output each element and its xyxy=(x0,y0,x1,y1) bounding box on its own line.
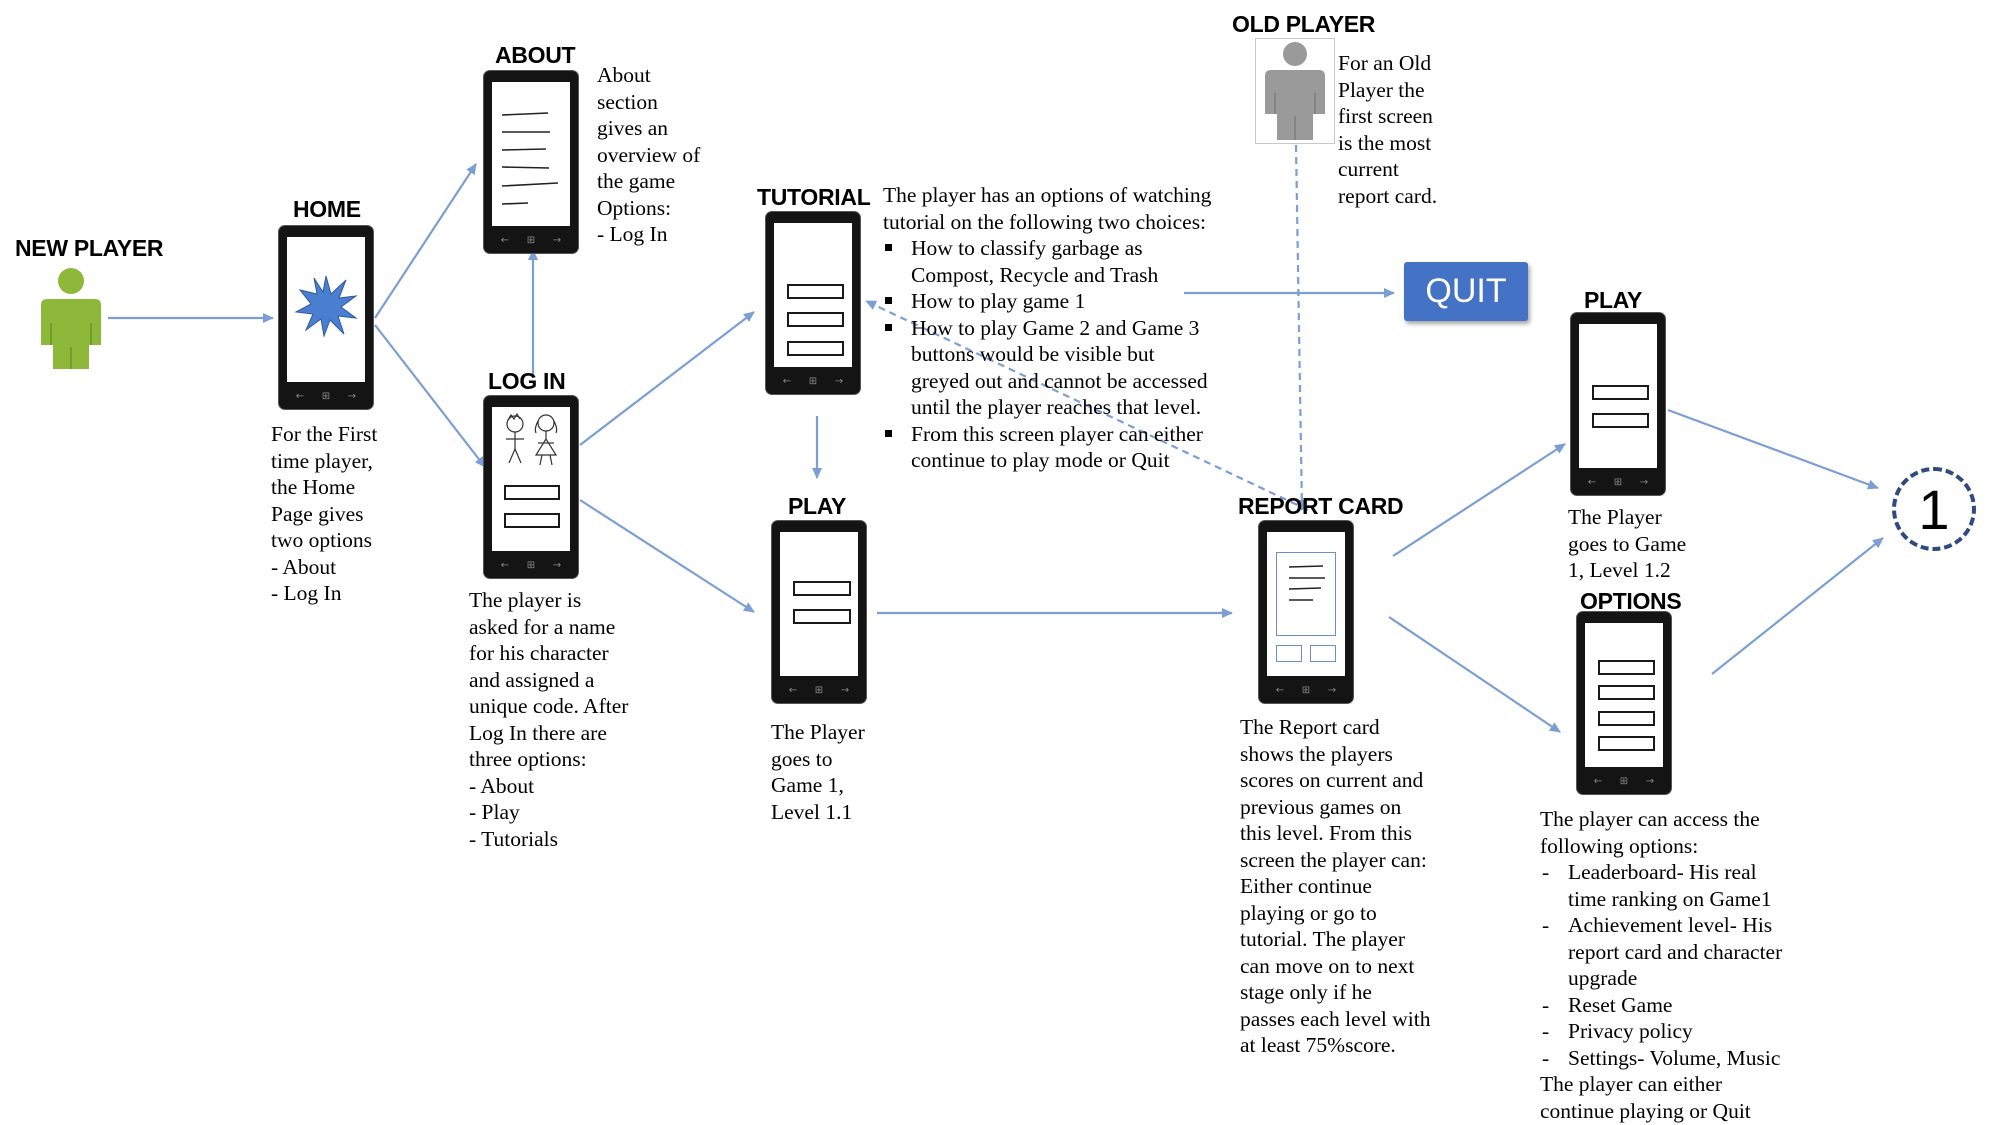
play1-button-2 xyxy=(793,609,851,624)
play2-title: PLAY xyxy=(1584,287,1643,313)
login-code-field xyxy=(504,513,560,528)
tutorial-button-3 xyxy=(787,341,844,356)
old-player-person-icon xyxy=(1255,38,1335,144)
tutorial-title: TUTORIAL xyxy=(757,184,871,210)
report-card-sheet xyxy=(1276,552,1336,636)
arrow-report-options xyxy=(1388,616,1561,733)
about-softkeys: ←⊞→ xyxy=(500,234,562,246)
about-text-lines xyxy=(501,112,559,205)
about-title: ABOUT xyxy=(495,42,576,68)
old-player-title: OLD PLAYER xyxy=(1232,11,1376,37)
tutorial-description: The player has an options of watching tu… xyxy=(883,183,1212,474)
home-softkeys: ←⊞→ xyxy=(295,390,357,402)
stick-figures-icon xyxy=(506,412,558,466)
options-button-1 xyxy=(1598,660,1655,675)
report-card-box-right xyxy=(1310,645,1336,662)
about-phone: ←⊞→ xyxy=(484,71,578,253)
home-phone: ←⊞→ xyxy=(279,226,373,409)
new-player-person-icon xyxy=(41,268,101,369)
report-card-softkeys: ←⊞→ xyxy=(1275,684,1337,696)
arrow-report-play2 xyxy=(1392,443,1566,557)
login-name-field xyxy=(504,485,560,500)
arrow-oldplayer-report xyxy=(1294,144,1307,511)
play1-phone: ←⊞→ xyxy=(772,521,866,703)
options-item: Privacy policy xyxy=(1540,1018,1782,1045)
options-button-3 xyxy=(1598,711,1655,726)
arrow-login-tutorial xyxy=(579,311,755,446)
play1-softkeys: ←⊞→ xyxy=(788,684,850,696)
play2-phone: ←⊞→ xyxy=(1571,313,1665,495)
options-phone: ←⊞→ xyxy=(1577,612,1671,794)
page-connector-circle: 1 xyxy=(1892,467,1976,551)
quit-button: QUIT xyxy=(1404,262,1528,321)
tutorial-phone: ←⊞→ xyxy=(766,212,860,394)
report-card-box-left xyxy=(1276,645,1302,662)
options-title: OPTIONS xyxy=(1580,588,1682,614)
new-player-title: NEW PLAYER xyxy=(15,235,164,261)
tutorial-button-2 xyxy=(787,312,844,327)
star-burst-icon xyxy=(294,275,358,338)
options-button-2 xyxy=(1598,685,1655,700)
tutorial-button-1 xyxy=(787,284,844,299)
arrow-play2-circle xyxy=(1667,408,1879,490)
play2-softkeys: ←⊞→ xyxy=(1587,476,1649,488)
play1-button-1 xyxy=(793,581,851,596)
options-description: The player can access the following opti… xyxy=(1540,806,1782,1124)
options-item: Settings- Volume, Music xyxy=(1540,1045,1782,1072)
options-button-4 xyxy=(1598,736,1655,751)
report-card-title: REPORT CARD xyxy=(1238,493,1404,519)
report-card-phone: ←⊞→ xyxy=(1259,521,1353,703)
tutorial-softkeys: ←⊞→ xyxy=(782,375,844,387)
tutorial-option: How to play game 1 xyxy=(883,288,1211,315)
arrow-home-login xyxy=(374,324,486,468)
login-phone: ←⊞→ xyxy=(484,396,578,578)
arrow-login-play xyxy=(579,499,755,613)
options-softkeys: ←⊞→ xyxy=(1593,775,1655,787)
arrow-report-tutorial xyxy=(865,300,1309,511)
options-item: Reset Game xyxy=(1540,992,1782,1019)
login-title: LOG IN xyxy=(488,368,566,394)
arrow-home-about xyxy=(374,163,477,319)
play2-button-1 xyxy=(1592,385,1649,400)
play1-title: PLAY xyxy=(788,493,847,519)
play2-button-2 xyxy=(1592,413,1649,428)
home-title: HOME xyxy=(293,196,361,222)
arrow-options-circle xyxy=(1711,537,1884,675)
login-softkeys: ←⊞→ xyxy=(500,559,562,571)
